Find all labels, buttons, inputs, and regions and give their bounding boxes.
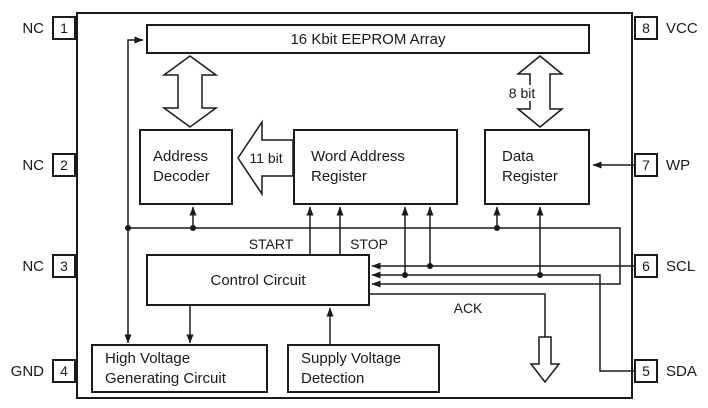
pin-4: GND 4 — [4, 359, 76, 383]
pin-6: 6 SCL — [634, 254, 706, 278]
junction-dots — [125, 225, 543, 278]
word-address-register-block: Word Address Register — [293, 129, 458, 205]
data-register-label-line2: Register — [502, 168, 558, 185]
pin-1-label: NC — [22, 19, 44, 37]
wire-hv-array — [124, 36, 144, 344]
supply-voltage-label-line1: Supply Voltage — [301, 349, 402, 367]
stop-signal-label: STOP — [348, 236, 390, 252]
control-circuit-label: Control Circuit — [210, 271, 306, 289]
data-register-label-line1: Data — [502, 148, 534, 166]
word-address-register-label-line2: Register — [311, 168, 367, 185]
pin-2-box: 2 — [52, 153, 76, 177]
start-signal-label: START — [246, 236, 296, 252]
bus-width-8bit-label: 8 bit — [506, 85, 538, 101]
pin-7-box: 7 — [634, 153, 658, 177]
pin-5: 5 SDA — [634, 359, 706, 383]
data-register-block: Data Register — [484, 129, 590, 205]
address-decoder-label-line1: Address — [153, 148, 209, 166]
pin-6-label: SCL — [666, 257, 696, 275]
eeprom-array-label: 16 Kbit EEPROM Array — [290, 30, 446, 48]
pin-2-label: NC — [22, 156, 44, 174]
bus-arrow-array-decoder — [161, 55, 219, 128]
pin-5-label: SDA — [666, 362, 697, 380]
eeprom-array-block: 16 Kbit EEPROM Array — [146, 24, 590, 54]
word-address-register-label-line1: Word Address — [311, 148, 405, 166]
wire-sda — [371, 271, 634, 372]
pin-7: 7 WP — [634, 153, 706, 177]
wire-internal-bus — [128, 227, 621, 288]
chip-boundary — [76, 12, 633, 399]
pin-5-box: 5 — [634, 359, 658, 383]
ack-signal-label: ACK — [451, 300, 485, 316]
supply-voltage-label-line2: Detection — [301, 369, 365, 387]
pin-8-label: VCC — [666, 19, 698, 37]
pin-3-box: 3 — [52, 254, 76, 278]
pin-7-label: WP — [666, 156, 691, 174]
supply-voltage-detection-block: Supply Voltage Detection — [287, 344, 440, 393]
wire-ack — [370, 293, 546, 337]
high-voltage-label-line2: Generating Circuit — [105, 369, 226, 387]
pin-8-box: 8 — [634, 16, 658, 40]
pin-8: 8 VCC — [634, 16, 706, 40]
high-voltage-generating-circuit-block: High Voltage Generating Circuit — [91, 344, 268, 393]
bus-arrow-8bit — [515, 55, 565, 128]
address-decoder-label-line2: Decoder — [153, 168, 210, 185]
pin-1: NC 1 — [4, 16, 76, 40]
pin-2: NC 2 — [4, 153, 76, 177]
sda-output-arrow — [529, 336, 561, 384]
pin-6-box: 6 — [634, 254, 658, 278]
control-circuit-block: Control Circuit — [146, 254, 370, 306]
pin-4-label: GND — [10, 362, 44, 380]
pin-3: NC 3 — [4, 254, 76, 278]
pin-4-box: 4 — [52, 359, 76, 383]
high-voltage-label-line1: High Voltage — [105, 349, 191, 367]
pin-3-label: NC — [22, 257, 44, 275]
pin-1-box: 1 — [52, 16, 76, 40]
bus-width-11bit-label: 11 bit — [249, 150, 283, 166]
address-decoder-block: Address Decoder — [139, 129, 233, 205]
